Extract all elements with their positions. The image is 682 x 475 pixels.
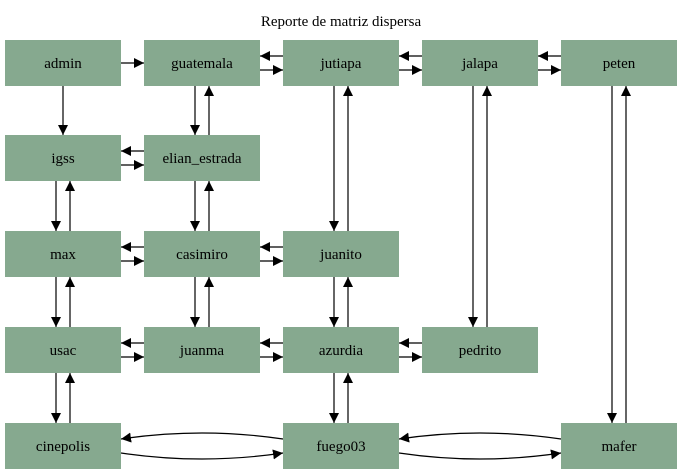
node-label: usac [50,343,77,359]
node-label: pedrito [459,343,502,359]
node-box [5,40,121,86]
edge-fuego03-to-cinepolis [120,432,284,443]
node-box [561,40,677,86]
node-max: max [5,231,121,277]
node-label: juanito [319,247,362,263]
node-label: mafer [602,439,637,455]
edges-layer [51,51,631,460]
node-box [561,423,677,469]
node-box [144,327,260,373]
node-box [283,327,399,373]
node-azurdia: azurdia [283,327,399,373]
node-box [422,327,538,373]
node-casimiro: casimiro [144,231,260,277]
node-box [144,135,260,181]
node-guatemala: guatemala [144,40,260,86]
node-box [5,135,121,181]
node-box [283,40,399,86]
node-label: elian_estrada [162,151,241,167]
node-label: igss [51,151,75,167]
node-box [5,231,121,277]
node-label: jalapa [461,56,498,72]
node-box [283,423,399,469]
node-label: casimiro [176,247,228,263]
node-pedrito: pedrito [422,327,538,373]
diagram-title: Reporte de matriz dispersa [261,14,422,30]
node-label: admin [44,56,82,72]
node-mafer: mafer [561,423,677,469]
node-jutiapa: jutiapa [283,40,399,86]
node-elian-estrada: elian_estrada [144,135,260,181]
node-label: guatemala [171,56,233,72]
node-box [283,231,399,277]
node-jalapa: jalapa [422,40,538,86]
node-box [144,40,260,86]
node-label: azurdia [319,343,363,359]
node-box [144,231,260,277]
node-fuego03: fuego03 [283,423,399,469]
edge-cinepolis-to-fuego03 [120,449,284,460]
node-label: jutiapa [320,56,362,72]
edge-mafer-to-fuego03 [398,432,562,443]
node-label: cinepolis [36,439,90,455]
edge-fuego03-to-mafer [398,449,562,460]
node-label: peten [603,56,636,72]
nodes-layer: admin guatemala jutiapa jalapa peten igss elia… [5,40,677,469]
node-box [5,423,121,469]
node-cinepolis: cinepolis [5,423,121,469]
node-peten: peten [561,40,677,86]
node-box [422,40,538,86]
node-juanito: juanito [283,231,399,277]
node-label: fuego03 [316,439,365,455]
node-label: juanma [179,343,224,359]
node-juanma: juanma [144,327,260,373]
node-usac: usac [5,327,121,373]
node-igss: igss [5,135,121,181]
node-box [5,327,121,373]
node-label: max [50,247,76,263]
node-admin: admin [5,40,121,86]
